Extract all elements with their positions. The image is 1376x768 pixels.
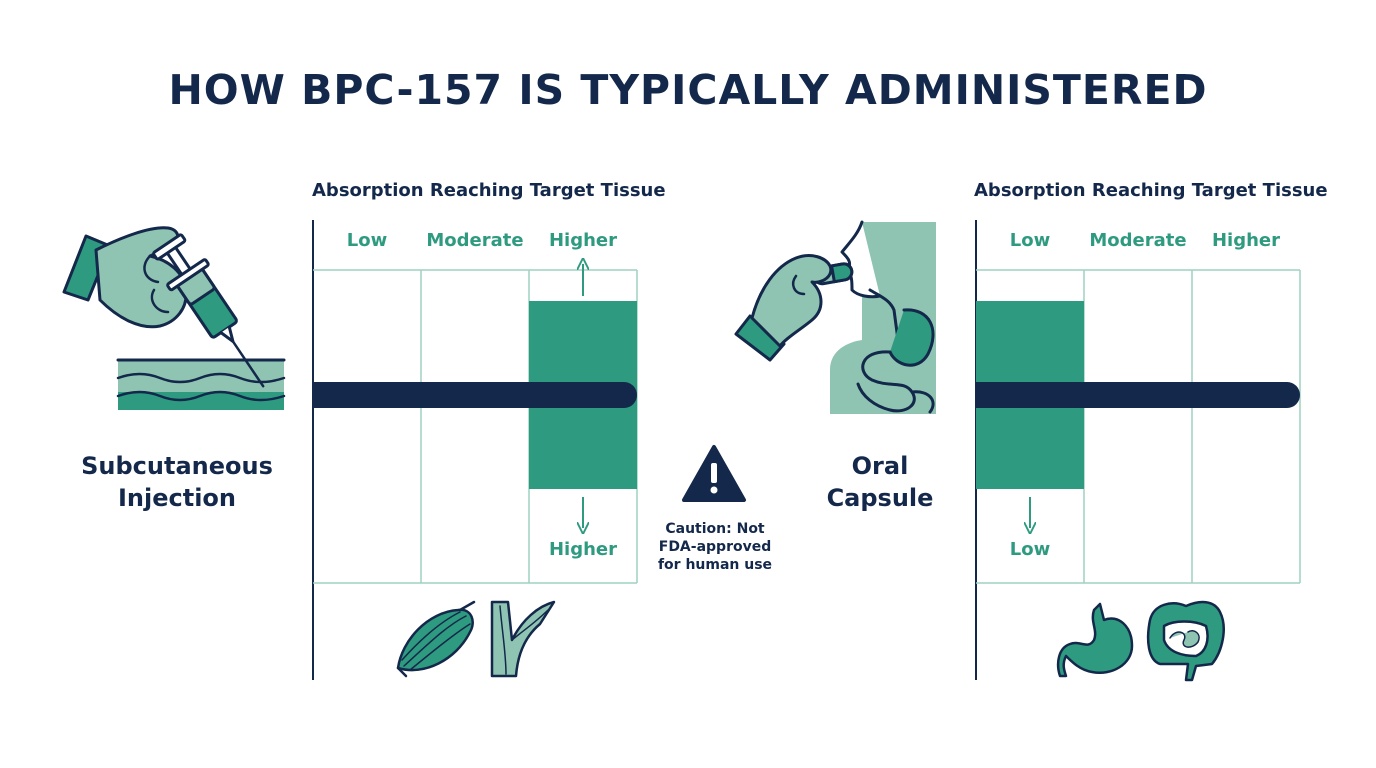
- tendon-icon: [490, 600, 556, 678]
- level-block-higher: [529, 301, 637, 489]
- column-label-moderate: Moderate: [1089, 230, 1187, 251]
- indicator-label-injection: Higher: [548, 539, 618, 560]
- method-line: Subcutaneous: [81, 452, 273, 480]
- column-label-low: Low: [1009, 230, 1051, 251]
- stomach-icon: [1056, 602, 1134, 678]
- chart-grid: [313, 269, 638, 584]
- chart-title-oral: Absorption Reaching Target Tissue: [974, 180, 1328, 201]
- absorption-chart-injection: [312, 220, 638, 680]
- chart-grid: [976, 269, 1301, 584]
- level-block-low: [976, 301, 1084, 489]
- absorption-bar: [313, 382, 637, 408]
- chart-title-injection: Absorption Reaching Target Tissue: [312, 180, 666, 201]
- caution-note: Caution: Not FDA-approved for human use: [640, 520, 790, 574]
- method-label-injection: Subcutaneous Injection: [52, 450, 302, 514]
- page-title: HOW BPC-157 IS TYPICALLY ADMINISTERED: [168, 66, 1208, 114]
- intestine-icon: [1146, 600, 1225, 682]
- warning-triangle-icon: [682, 445, 746, 502]
- caution-line: FDA-approved: [658, 539, 772, 555]
- syringe-injection-icon: [62, 226, 286, 410]
- indicator-label-oral: Low: [1009, 539, 1051, 560]
- absorption-chart-oral: [975, 220, 1301, 680]
- absorption-bar: [976, 382, 1300, 408]
- caution-line: for human use: [657, 557, 773, 573]
- method-line: Injection: [117, 484, 237, 512]
- method-line: Oral: [851, 452, 909, 480]
- muscle-icon: [396, 600, 476, 678]
- column-label-higher: Higher: [548, 230, 618, 251]
- method-label-oral: Oral Capsule: [780, 450, 980, 514]
- column-label-low: Low: [346, 230, 388, 251]
- caution-line: Caution: Not: [665, 521, 765, 537]
- column-label-moderate: Moderate: [426, 230, 524, 251]
- oral-capsule-icon: [734, 220, 936, 414]
- method-line: Capsule: [826, 484, 934, 512]
- column-label-higher: Higher: [1211, 230, 1281, 251]
